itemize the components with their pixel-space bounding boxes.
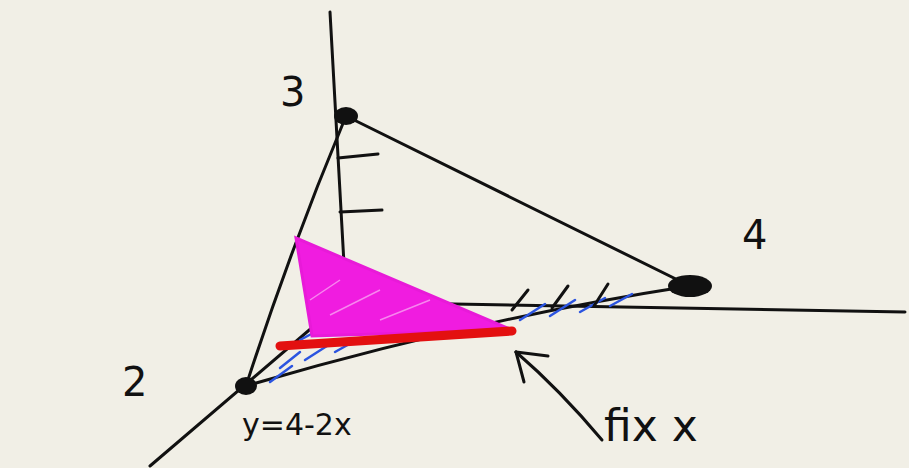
axis-value: 4	[742, 215, 767, 255]
annotation: fix x	[604, 404, 698, 448]
cross-section	[296, 238, 512, 336]
axis-value: 3	[280, 72, 305, 112]
axis-value: 2	[122, 362, 147, 402]
equation-label: y=4-2x	[242, 410, 352, 440]
fixed-x-line	[280, 331, 512, 346]
